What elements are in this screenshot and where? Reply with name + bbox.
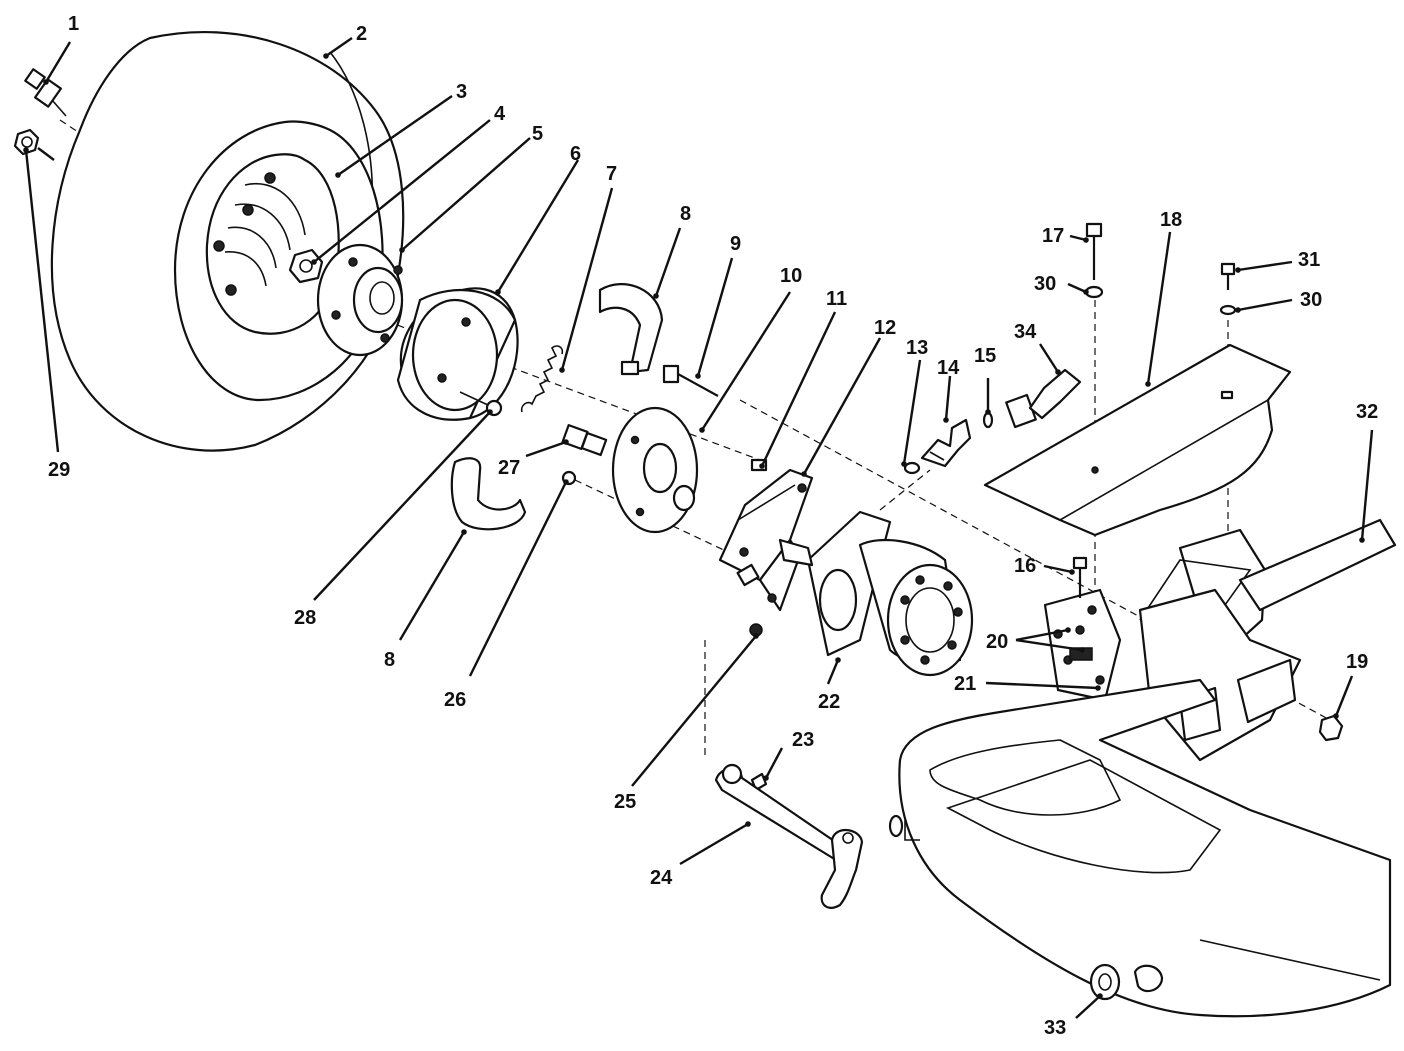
callout-5: 5: [532, 123, 543, 145]
elbow-fitting: [920, 418, 972, 468]
callout-23: 23: [792, 729, 814, 751]
callout-34: 34: [1014, 321, 1037, 343]
backing-plate: [611, 406, 699, 534]
tire: [50, 31, 405, 452]
callout-10: 10: [780, 265, 802, 287]
stud-27: [561, 424, 608, 457]
callout-26: 26: [444, 689, 466, 711]
callout-33: 33: [1044, 1017, 1066, 1039]
motor-adapter-bracket: [718, 468, 814, 612]
callout-8-lower: 8: [384, 649, 395, 671]
callout-1: 1: [68, 13, 79, 35]
callout-3: 3: [456, 81, 467, 103]
motor-mount-plate: [1043, 588, 1122, 702]
hydraulic-motor: [778, 510, 974, 677]
bolt-17: [1085, 222, 1103, 280]
callout-28: 28: [294, 607, 316, 629]
callout-29: 29: [48, 459, 70, 481]
callout-8-upper: 8: [680, 203, 691, 225]
callout-14: 14: [937, 357, 960, 379]
return-spring: [520, 345, 564, 413]
leader-lines: [23, 37, 1374, 1019]
lug-nut: [13, 128, 40, 156]
o-ring-13: [903, 461, 921, 475]
callout-31: 31: [1298, 249, 1320, 271]
bolt-16: [1072, 556, 1088, 598]
callout-4: 4: [494, 103, 506, 125]
callout-19: 19: [1346, 651, 1368, 673]
wheel-hub: [316, 243, 404, 357]
valve-stem: [24, 68, 67, 117]
hub-nut: [288, 248, 324, 284]
callout-27: 27: [498, 457, 520, 479]
callout-17: 17: [1042, 225, 1064, 247]
callout-11: 11: [826, 288, 847, 310]
washer-30b: [1219, 304, 1237, 316]
brake-shoe-lower: [450, 457, 527, 531]
spacer-bushing: [1089, 963, 1164, 1001]
brake-rod: [714, 763, 864, 909]
nut-19: [1318, 714, 1344, 742]
callout-6: 6: [570, 143, 581, 165]
bolt-31: [1220, 262, 1236, 290]
callout-20: 20: [986, 631, 1008, 653]
callout-2: 2: [356, 23, 367, 45]
callout-labels: 1 2 3 4 5 6 7 8 9 10 11 12 13 14 15 16 1…: [48, 13, 1378, 1039]
callout-13: 13: [906, 337, 928, 359]
o-ring-15: [982, 411, 994, 429]
callout-25: 25: [614, 791, 636, 813]
callout-21: 21: [954, 673, 976, 695]
callout-16: 16: [1014, 555, 1036, 577]
callout-24: 24: [650, 867, 673, 889]
callout-32: 32: [1356, 401, 1378, 423]
callout-30-right: 30: [1300, 289, 1322, 311]
hose-fitting: [1005, 368, 1082, 429]
callout-9: 9: [730, 233, 741, 255]
callout-7: 7: [606, 163, 617, 185]
callout-30-left: 30: [1034, 273, 1056, 295]
shoe-bolt: [662, 364, 719, 397]
callout-22: 22: [818, 691, 840, 713]
callout-15: 15: [974, 345, 996, 367]
brake-drum: [396, 287, 519, 421]
motor-cover: [983, 343, 1292, 537]
brake-shoe-upper: [598, 283, 664, 376]
frame: [888, 518, 1397, 1018]
callout-18: 18: [1160, 209, 1182, 231]
callout-12: 12: [874, 317, 896, 339]
shaft-key: [750, 458, 768, 472]
